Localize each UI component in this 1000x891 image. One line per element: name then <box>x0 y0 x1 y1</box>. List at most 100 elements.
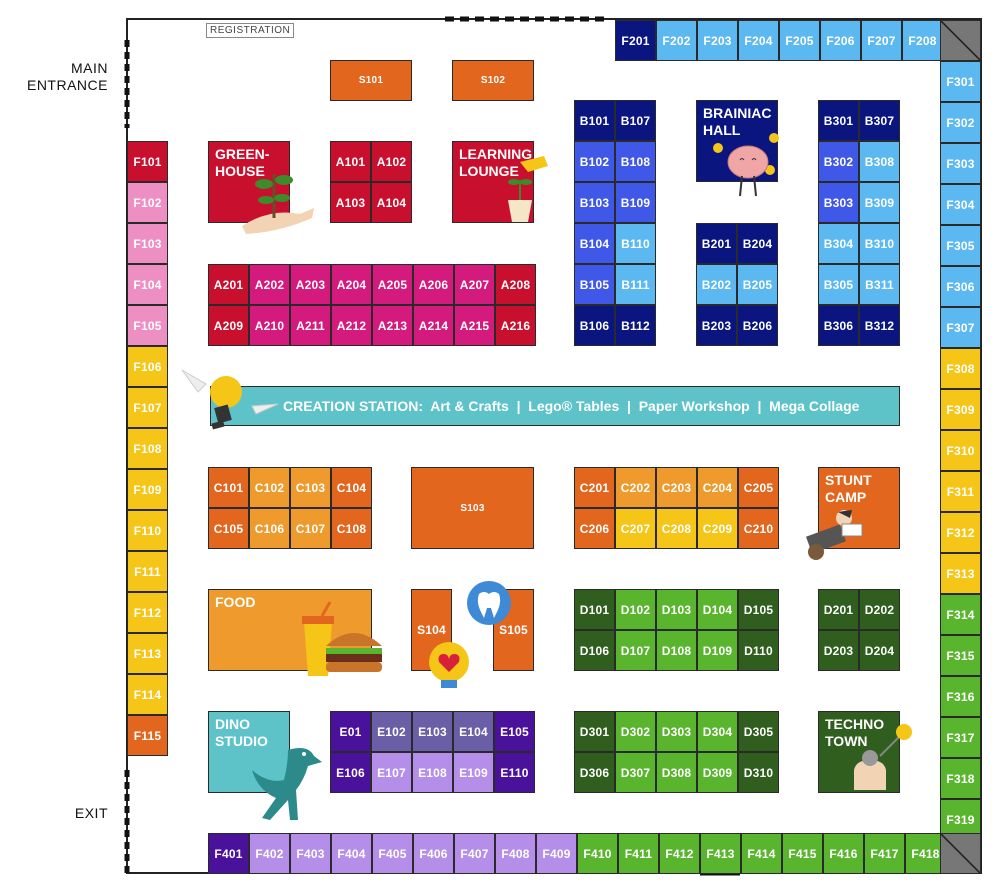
booth-f316[interactable]: F316 <box>940 676 981 717</box>
booth-f408[interactable]: F408 <box>495 833 536 874</box>
booth-f113[interactable]: F113 <box>127 633 168 674</box>
booth-d306[interactable]: D306 <box>574 752 615 793</box>
booth-c202[interactable]: C202 <box>615 467 656 508</box>
booth-c106[interactable]: C106 <box>249 508 290 549</box>
booth-f203[interactable]: F203 <box>697 20 738 61</box>
booth-s103[interactable]: S103 <box>411 467 534 549</box>
booth-f418[interactable]: F418 <box>905 833 946 874</box>
booth-f403[interactable]: F403 <box>290 833 331 874</box>
booth-a216[interactable]: A216 <box>495 305 536 346</box>
booth-a214[interactable]: A214 <box>413 305 454 346</box>
booth-d303[interactable]: D303 <box>656 711 697 752</box>
booth-f206[interactable]: F206 <box>820 20 861 61</box>
booth-f415[interactable]: F415 <box>782 833 823 874</box>
booth-b201[interactable]: B201 <box>696 223 737 264</box>
booth-a102[interactable]: A102 <box>371 141 412 182</box>
booth-d307[interactable]: D307 <box>615 752 656 793</box>
booth-e107[interactable]: E107 <box>371 752 412 793</box>
booth-b107[interactable]: B107 <box>615 100 656 141</box>
booth-b308[interactable]: B308 <box>859 141 900 182</box>
booth-d305[interactable]: D305 <box>738 711 779 752</box>
booth-f404[interactable]: F404 <box>331 833 372 874</box>
booth-f315[interactable]: F315 <box>940 635 981 676</box>
booth-f401[interactable]: F401 <box>208 833 249 874</box>
booth-f306[interactable]: F306 <box>940 266 981 307</box>
booth-b301[interactable]: B301 <box>818 100 859 141</box>
booth-b305[interactable]: B305 <box>818 264 859 305</box>
booth-c103[interactable]: C103 <box>290 467 331 508</box>
booth-e108[interactable]: E108 <box>412 752 453 793</box>
booth-b103[interactable]: B103 <box>574 182 615 223</box>
booth-b302[interactable]: B302 <box>818 141 859 182</box>
booth-d204[interactable]: D204 <box>859 630 900 671</box>
booth-a101[interactable]: A101 <box>330 141 371 182</box>
booth-d107[interactable]: D107 <box>615 630 656 671</box>
booth-f317[interactable]: F317 <box>940 717 981 758</box>
booth-d109[interactable]: D109 <box>697 630 738 671</box>
booth-c204[interactable]: C204 <box>697 467 738 508</box>
booth-c208[interactable]: C208 <box>656 508 697 549</box>
booth-b202[interactable]: B202 <box>696 264 737 305</box>
booth-b101[interactable]: B101 <box>574 100 615 141</box>
booth-f102[interactable]: F102 <box>127 182 168 223</box>
booth-d104[interactable]: D104 <box>697 589 738 630</box>
booth-b303[interactable]: B303 <box>818 182 859 223</box>
booth-f105[interactable]: F105 <box>127 305 168 346</box>
booth-b108[interactable]: B108 <box>615 141 656 182</box>
booth-d110[interactable]: D110 <box>738 630 779 671</box>
booth-f205[interactable]: F205 <box>779 20 820 61</box>
booth-f407[interactable]: F407 <box>454 833 495 874</box>
booth-f414[interactable]: F414 <box>741 833 782 874</box>
booth-d203[interactable]: D203 <box>818 630 859 671</box>
booth-e104[interactable]: E104 <box>453 711 494 752</box>
booth-f412[interactable]: F412 <box>659 833 700 874</box>
booth-d105[interactable]: D105 <box>738 589 779 630</box>
booth-d108[interactable]: D108 <box>656 630 697 671</box>
booth-d304[interactable]: D304 <box>697 711 738 752</box>
booth-b206[interactable]: B206 <box>737 305 778 346</box>
booth-b204[interactable]: B204 <box>737 223 778 264</box>
booth-d310[interactable]: D310 <box>738 752 779 793</box>
booth-a103[interactable]: A103 <box>330 182 371 223</box>
booth-f108[interactable]: F108 <box>127 428 168 469</box>
booth-e103[interactable]: E103 <box>412 711 453 752</box>
booth-b203[interactable]: B203 <box>696 305 737 346</box>
booth-b106[interactable]: B106 <box>574 305 615 346</box>
booth-f405[interactable]: F405 <box>372 833 413 874</box>
booth-a207[interactable]: A207 <box>454 264 495 305</box>
booth-c105[interactable]: C105 <box>208 508 249 549</box>
booth-c201[interactable]: C201 <box>574 467 615 508</box>
booth-a204[interactable]: A204 <box>331 264 372 305</box>
booth-f201[interactable]: F201 <box>615 20 656 61</box>
booth-b110[interactable]: B110 <box>615 223 656 264</box>
booth-c107[interactable]: C107 <box>290 508 331 549</box>
booth-f204[interactable]: F204 <box>738 20 779 61</box>
booth-a205[interactable]: A205 <box>372 264 413 305</box>
booth-f413[interactable]: F413 <box>700 833 741 874</box>
booth-c207[interactable]: C207 <box>615 508 656 549</box>
booth-e105[interactable]: E105 <box>494 711 535 752</box>
booth-f111[interactable]: F111 <box>127 551 168 592</box>
booth-d302[interactable]: D302 <box>615 711 656 752</box>
booth-f313[interactable]: F313 <box>940 553 981 594</box>
booth-f311[interactable]: F311 <box>940 471 981 512</box>
booth-b312[interactable]: B312 <box>859 305 900 346</box>
booth-e110[interactable]: E110 <box>494 752 535 793</box>
booth-f305[interactable]: F305 <box>940 225 981 266</box>
booth-f303[interactable]: F303 <box>940 143 981 184</box>
booth-b105[interactable]: B105 <box>574 264 615 305</box>
booth-a211[interactable]: A211 <box>290 305 331 346</box>
booth-a202[interactable]: A202 <box>249 264 290 305</box>
booth-f309[interactable]: F309 <box>940 389 981 430</box>
booth-f104[interactable]: F104 <box>127 264 168 305</box>
booth-f416[interactable]: F416 <box>823 833 864 874</box>
booth-b310[interactable]: B310 <box>859 223 900 264</box>
booth-b102[interactable]: B102 <box>574 141 615 182</box>
booth-a212[interactable]: A212 <box>331 305 372 346</box>
booth-a104[interactable]: A104 <box>371 182 412 223</box>
booth-f304[interactable]: F304 <box>940 184 981 225</box>
booth-d301[interactable]: D301 <box>574 711 615 752</box>
booth-f112[interactable]: F112 <box>127 592 168 633</box>
booth-f307[interactable]: F307 <box>940 307 981 348</box>
booth-f406[interactable]: F406 <box>413 833 454 874</box>
